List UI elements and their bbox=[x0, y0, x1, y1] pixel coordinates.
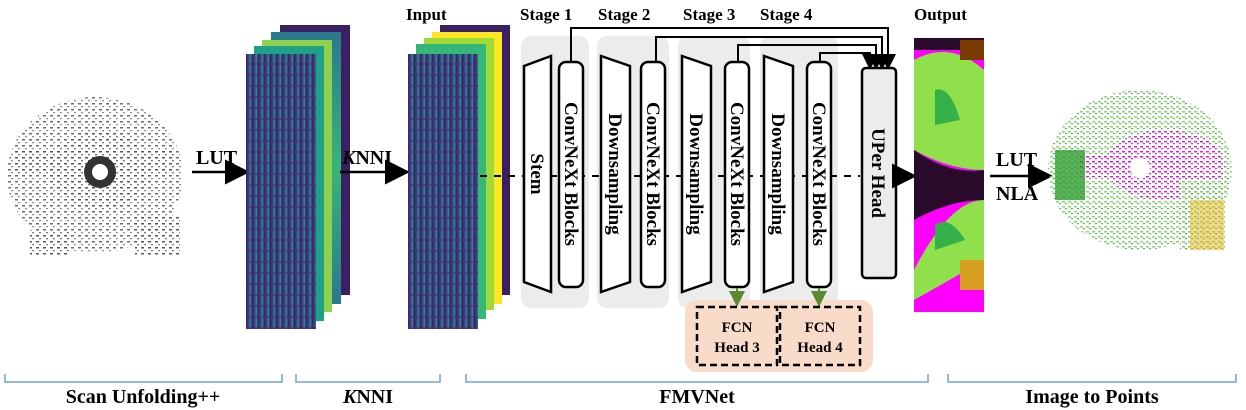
fcn-head3-box bbox=[695, 305, 779, 367]
section-fmvnet: FMVNet bbox=[659, 386, 735, 408]
bracket-image-to-points bbox=[947, 374, 1237, 383]
stem-block bbox=[522, 54, 553, 294]
section-brackets bbox=[4, 374, 1237, 383]
convnext-block-stage2 bbox=[639, 60, 667, 289]
section-knni: KNNI bbox=[342, 386, 393, 408]
downsampling-text-stage2: Downsampling bbox=[604, 113, 625, 235]
output-label: Output bbox=[914, 5, 967, 24]
section-scan-unfolding: Scan Unfolding++ bbox=[66, 386, 221, 408]
labeled-point-cloud-image bbox=[1048, 90, 1232, 250]
convnext-text-stage1: ConvNeXt Blocks bbox=[560, 102, 581, 246]
downsampling-text-stage3: Downsampling bbox=[685, 113, 706, 235]
stage4-label: Stage 4 bbox=[760, 5, 813, 24]
downsampling-block-stage4 bbox=[762, 54, 795, 294]
skip-connections bbox=[570, 27, 896, 70]
convnext-text-stage4: ConvNeXt Blocks bbox=[808, 102, 829, 246]
fcn-head3-line2: Head 3 bbox=[714, 340, 759, 356]
fcn-head3-line1: FCN bbox=[722, 320, 753, 336]
lut2-label: LUT bbox=[996, 149, 1038, 171]
fcn-head4-box bbox=[778, 305, 862, 367]
knni-k: K bbox=[341, 147, 357, 169]
stage1-label: Stage 1 bbox=[520, 5, 572, 24]
convnext-block-stage1 bbox=[557, 60, 585, 289]
output-segmentation-image bbox=[914, 38, 984, 312]
lut-label: LUT bbox=[196, 147, 238, 169]
fcn-head4-line2: Head 4 bbox=[797, 340, 843, 356]
convnext-block-stage3 bbox=[723, 60, 751, 289]
input-label: Input bbox=[406, 5, 447, 24]
bracket-scan-unfolding bbox=[4, 374, 283, 383]
range-layer-front bbox=[246, 54, 316, 329]
stage2-label: Stage 2 bbox=[598, 5, 650, 24]
knni-label: KNNI bbox=[341, 147, 392, 169]
section-knni-k: K bbox=[342, 386, 358, 408]
nla-label: NLA bbox=[996, 183, 1039, 205]
fcn-head4-line1: FCN bbox=[805, 320, 836, 336]
section-knni-rest: NNI bbox=[356, 386, 393, 408]
downsampling-block-stage2 bbox=[599, 54, 632, 294]
bracket-fmvnet bbox=[465, 374, 929, 383]
section-image-to-points: Image to Points bbox=[1025, 386, 1159, 408]
uper-head-text: UPer Head bbox=[867, 128, 888, 218]
downsampling-text-stage4: Downsampling bbox=[767, 113, 788, 235]
range-image-stack bbox=[246, 25, 350, 329]
bracket-knni bbox=[295, 374, 441, 383]
input-image-stack bbox=[408, 25, 510, 329]
input-layer-front bbox=[408, 54, 478, 329]
knni-rest: NNI bbox=[355, 147, 392, 169]
stage3-label: Stage 3 bbox=[683, 5, 735, 24]
convnext-text-stage3: ConvNeXt Blocks bbox=[726, 102, 747, 246]
convnext-text-stage2: ConvNeXt Blocks bbox=[642, 102, 663, 246]
downsampling-block-stage3 bbox=[680, 54, 713, 294]
convnext-block-stage4 bbox=[805, 60, 833, 289]
scan-point-cloud-image bbox=[7, 97, 183, 255]
stem-text: Stem bbox=[526, 153, 547, 194]
